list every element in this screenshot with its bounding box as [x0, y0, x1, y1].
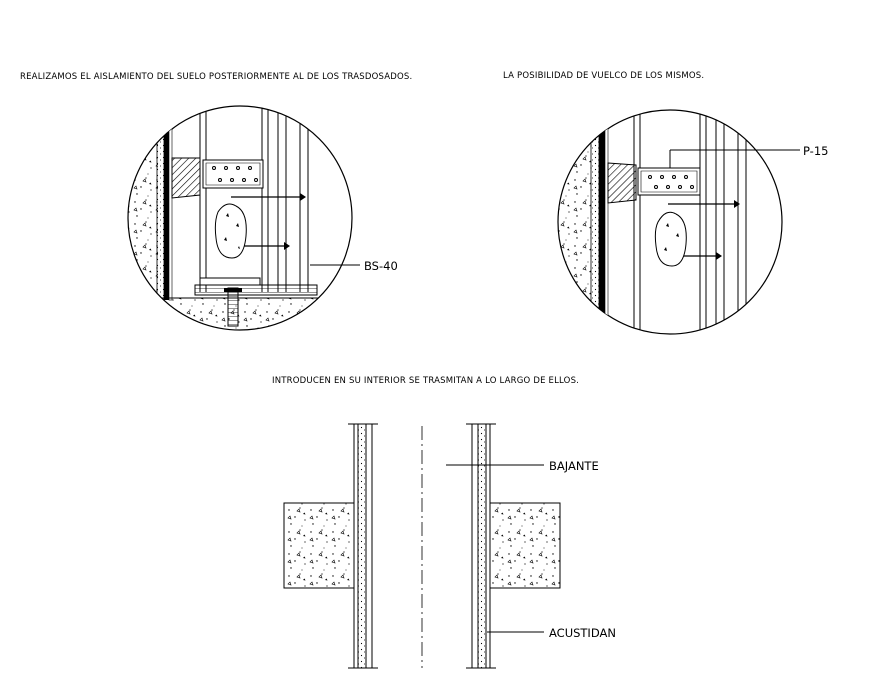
label-p15: P-15 [803, 144, 828, 158]
detail-right: P-15 [557, 109, 828, 335]
caption-top-right: LA POSIBILIDAD DE VUELCO DE LOS MISMOS. [503, 71, 704, 81]
pipe-section: BAJANTE ACUSTIDAN [283, 423, 616, 669]
caption-top-left: REALIZAMOS EL AISLAMIENTO DEL SUELO POST… [20, 72, 412, 82]
label-bajante: BAJANTE [549, 459, 599, 473]
label-acustidan: ACUSTIDAN [549, 626, 616, 640]
caption-middle: INTRODUCEN EN SU INTERIOR SE TRASMITAN A… [272, 376, 579, 386]
label-bs40: BS-40 [364, 259, 398, 273]
detail-left: BS-40 [127, 105, 398, 331]
